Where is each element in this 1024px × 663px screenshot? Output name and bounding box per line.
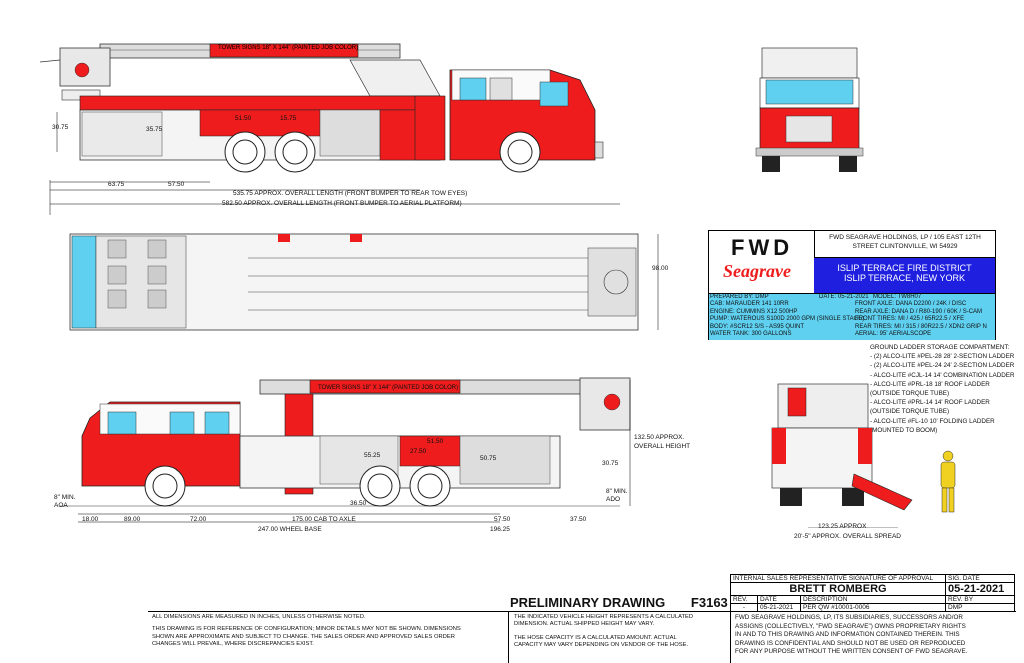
preliminary-title: PRELIMINARY DRAWING F3163 xyxy=(510,595,728,610)
tower-sign-label-lower: TOWER SIGNS 18" X 144" (PAINTED JOB COLO… xyxy=(318,385,459,391)
ladder-line: (OUTSIDE TORQUE TUBE) xyxy=(870,390,950,398)
dim-3075-upper: 30.75 xyxy=(52,124,69,131)
dim-5075: 50.75 xyxy=(480,455,497,462)
spec-right-2: FRONT TIRES: MI / 425 / 65R22.5 / XFE xyxy=(855,316,965,322)
model: MODEL: TW8H07 xyxy=(873,294,922,300)
tower-sign-upper xyxy=(209,43,359,58)
dim-3750: 37.50 xyxy=(570,516,587,523)
divider-2 xyxy=(730,611,731,663)
drawing-number: F3163 xyxy=(690,595,728,610)
dim-2750: 27.50 xyxy=(410,448,427,455)
seagrave-logo: Seagrave xyxy=(723,261,791,281)
ladder-line: (MOUNTED TO BOOM) xyxy=(870,426,938,434)
dim-19625: 196.25 xyxy=(490,526,510,533)
plan-view-drawing xyxy=(69,233,659,331)
ladder-storage-notes: GROUND LADDER STORAGE COMPARTMENT: - (2)… xyxy=(870,343,1015,435)
note-line: SHOWN ARE APPROXIMATE AND SUBJECT TO CHA… xyxy=(152,633,455,640)
overall-length-aerial: 582.50 APPROX. OVERALL LENGTH (FRONT BUM… xyxy=(222,200,462,207)
tower-sign-lower xyxy=(309,379,461,394)
spec-left-1: ENGINE: CUMMINS X12 500HP xyxy=(710,308,798,315)
bottom-rule xyxy=(148,611,1016,612)
note-line: THIS DRAWING IS FOR REFERENCE OF CONFIGU… xyxy=(152,626,461,633)
scale-person-head xyxy=(942,450,954,462)
spec-left-2: PUMP: WATEROUS S100D 2000 GPM (SINGLE ST… xyxy=(710,316,865,322)
dim-6375: 63.75 xyxy=(108,181,125,188)
fwd-logo: FWD xyxy=(731,235,794,260)
spec-grid: PREPARED BY: DMP DATE: 05-21-2021 MODEL:… xyxy=(709,293,995,340)
dim-5750-lower: 57.50 xyxy=(494,516,511,523)
overall-height: 132.50 APPROX. OVERALL HEIGHT xyxy=(634,434,691,450)
dim-3075-lower: 30.75 xyxy=(602,460,619,467)
dim-3575-upper: 35.75 xyxy=(146,126,163,133)
divider-1 xyxy=(508,611,509,663)
dim-3650: 36.50 xyxy=(350,500,367,507)
dim-7200: 72.00 xyxy=(190,516,207,523)
plan-width-dim: 98.00 xyxy=(652,265,669,272)
front-view-drawing xyxy=(755,47,864,172)
note-line: ALL DIMENSIONS ARE MEASURED IN INCHES, U… xyxy=(152,614,366,620)
note-line: IN AND TO THIS DRAWING AND INFORMATION C… xyxy=(735,631,960,639)
company-address: FWD SEAGRAVE HOLDINGS, LP / 105 EAST 12T… xyxy=(829,234,981,250)
spec-right-4: AERIAL: 95' AERIALSCOPE xyxy=(855,331,932,337)
ladder-line: - ALCO-LITE #FL-10 10' FOLDING LADDER xyxy=(870,417,995,425)
ladder-line: - (2) ALCO-LITE #PEL-24 24' 2-SECTION LA… xyxy=(870,362,1015,370)
notes-right: FWD SEAGRAVE HOLDINGS, LP, ITS SUBSIDIAR… xyxy=(735,614,967,657)
ladder-heading: GROUND LADDER STORAGE COMPARTMENT: xyxy=(870,344,1010,351)
spec-right-3: REAR TIRES: MI / 315 / 80R22.5 / XDN2 GR… xyxy=(855,323,987,330)
note-line: ASSIGNS (COLLECTIVELY, "FWD SEAGRAVE") O… xyxy=(735,622,966,630)
note-line: FOR ANY PURPOSE WITHOUT THE WRITTEN CONS… xyxy=(735,648,968,656)
overall-length: 535.75 APPROX. OVERALL LENGTH (FRONT BUM… xyxy=(233,190,468,197)
customer-city: ISLIP TERRACE, NEW YORK xyxy=(843,273,966,283)
side-wheels xyxy=(224,131,541,173)
rear-view-drawing xyxy=(771,383,956,528)
title-block: FWD Seagrave FWD SEAGRAVE HOLDINGS, LP /… xyxy=(708,230,996,340)
note-line: CAPACITY MAY VARY DEPENDING ON VENDOR OF… xyxy=(514,642,689,649)
note-line: CHANGES WILL PREVAIL, WHERE DISCREPANCIE… xyxy=(152,641,314,648)
dim-5750-upper: 57.50 xyxy=(168,181,185,188)
note-line: THE HOSE CAPACITY IS A CALCULATED AMOUNT… xyxy=(514,634,677,641)
note-line: DIMENSION. ACTUAL SHIPPED HEIGHT MAY VAR… xyxy=(514,621,655,628)
drawing-date: DATE: 05-21-2021 xyxy=(819,294,869,300)
note-line: DRAWING IS CONFIDENTIAL AND SHOULD NOT B… xyxy=(735,639,966,647)
ladder-line: - (2) ALCO-LITE #PEL-28 28' 2-SECTION LA… xyxy=(870,353,1015,361)
tower-sign-label-upper: TOWER SIGNS 18" X 144" (PAINTED JOB COLO… xyxy=(218,45,359,51)
body-red-band xyxy=(79,95,441,111)
min-ado: 8" MIN. ADO xyxy=(606,488,628,503)
notes-left: ALL DIMENSIONS ARE MEASURED IN INCHES, U… xyxy=(152,614,461,649)
logo-box: FWD Seagrave xyxy=(709,231,815,293)
ladder-line: (OUTSIDE TORQUE TUBE) xyxy=(870,408,950,416)
dim-8900: 89.00 xyxy=(124,516,141,523)
spec-left-4: WATER TANK: 300 GALLONS xyxy=(710,331,792,337)
dim-1575-upper: 15.75 xyxy=(280,115,297,122)
spec-right-1: REAR AXLE: DANA D / R80-190 / 60K / S-CA… xyxy=(855,308,983,315)
note-line: THE INDICATED VEHICLE HEIGHT REPRESENTS … xyxy=(514,614,694,620)
sig-date: 05-21-2021 xyxy=(945,582,1015,596)
wheel-base: 247.00 WHEEL BASE xyxy=(258,526,322,533)
cab-to-axle: 175.00 CAB TO AXLE xyxy=(292,516,356,523)
ladder-line: - ALCO-LITE #PRL-14 14' ROOF LADDER xyxy=(870,399,990,407)
rear-dim-12325: 123.25 APPROX xyxy=(818,523,867,530)
outrigger-jack xyxy=(851,473,913,511)
spec-left-3: BODY: #SCR12 S/S - AS95 QUINT xyxy=(710,323,805,330)
spec-left-0: CAB: MARAUDER 141 10RR xyxy=(710,301,789,307)
customer-name: ISLIP TERRACE FIRE DISTRICT xyxy=(837,263,972,273)
lower-wheels xyxy=(144,465,451,507)
dim-5150-upper: 51.50 xyxy=(235,115,252,122)
spec-right-0: FRONT AXLE: DANA D2200 / 24K / DISC xyxy=(855,301,967,307)
note-line: FWD SEAGRAVE HOLDINGS, LP, ITS SUBSIDIAR… xyxy=(735,614,963,621)
preliminary-label: PRELIMINARY DRAWING xyxy=(510,595,666,610)
prepared-by: PREPARED BY: DMP xyxy=(710,294,769,300)
rear-spread: 20'-5" APPROX. OVERALL SPREAD xyxy=(794,533,901,540)
notes-mid: THE INDICATED VEHICLE HEIGHT REPRESENTS … xyxy=(514,614,693,650)
min-aoa: 8" MIN. AOA xyxy=(54,494,76,509)
dim-1800: 18.00 xyxy=(82,516,99,523)
dim-5525: 55.25 xyxy=(364,452,381,459)
ladder-line: - ALCO-LITE #CJL-14 14' COMBINATION LADD… xyxy=(870,371,1015,379)
side-view-drawing xyxy=(39,43,620,215)
customer-box: ISLIP TERRACE FIRE DISTRICT ISLIP TERRAC… xyxy=(814,257,995,294)
dim-5150-lower: 51.50 xyxy=(427,438,444,445)
ladder-line: - ALCO-LITE #PRL-18 18' ROOF LADDER xyxy=(870,380,990,388)
rep-name: BRETT ROMBERG xyxy=(730,582,946,596)
lower-side-view-drawing xyxy=(60,377,631,523)
